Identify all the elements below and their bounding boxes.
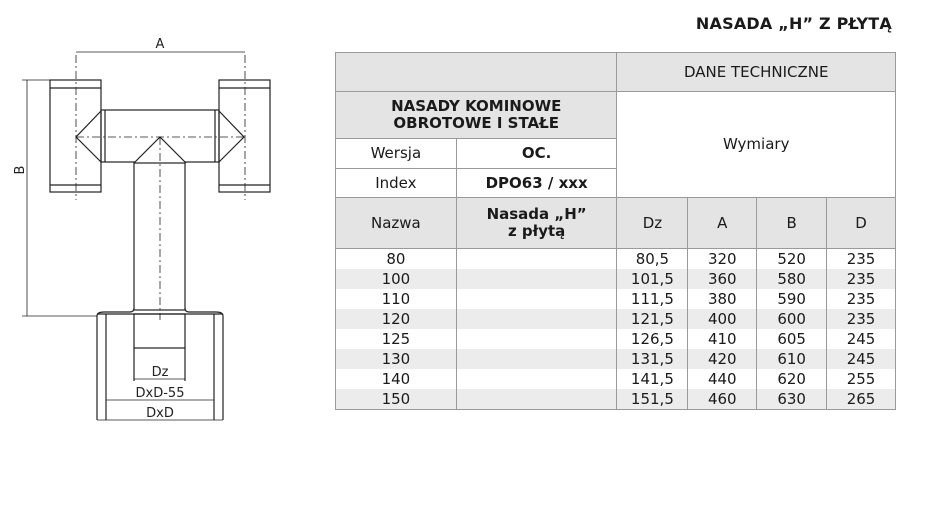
cell-dz: 151,5: [616, 389, 689, 410]
cell-dz: 111,5: [616, 289, 689, 309]
dim-label-dz: Dz: [152, 365, 169, 380]
cell-dz: 141,5: [616, 369, 689, 389]
cell-b: 620: [756, 369, 828, 389]
cell-b: 610: [756, 349, 828, 369]
column-header-dz: Dz: [616, 197, 689, 249]
cell-blank: [455, 329, 618, 349]
cell-size: 100: [335, 269, 457, 289]
cell-blank: [455, 349, 618, 369]
cell-blank: [455, 289, 618, 309]
cell-d: 265: [826, 389, 896, 410]
blank-header-cell: [334, 52, 618, 92]
cell-blank: [455, 248, 618, 269]
cell-a: 410: [687, 329, 758, 349]
dim-label-b: B: [13, 166, 28, 175]
left-cone: [75, 110, 102, 163]
cell-dz: 101,5: [616, 269, 689, 289]
page-title: NASADA „H” Z PŁYTĄ: [695, 14, 892, 33]
cell-size: 130: [335, 349, 457, 369]
cell-blank: [455, 309, 618, 329]
right-cap: [218, 79, 271, 193]
dim-label-a: A: [156, 37, 165, 52]
index-value: DPO63 / xxx: [455, 168, 618, 198]
cell-b: 630: [756, 389, 828, 410]
column-header-d: D: [826, 197, 896, 249]
cell-d: 235: [826, 269, 896, 289]
cell-b: 605: [756, 329, 828, 349]
cell-a: 440: [687, 369, 758, 389]
cell-b: 520: [756, 248, 828, 269]
inner-socket: [133, 313, 186, 349]
cell-d: 235: [826, 309, 896, 329]
cell-a: 380: [687, 289, 758, 309]
cell-b: 590: [756, 289, 828, 309]
cell-d: 245: [826, 329, 896, 349]
cell-size: 150: [335, 389, 457, 410]
nazwa-value: Nasada „H”z płytą: [455, 197, 618, 249]
cell-size: 110: [335, 289, 457, 309]
cell-d: 245: [826, 349, 896, 369]
right-cone: [218, 110, 245, 163]
dim-label-dxd55: DxD-55: [136, 386, 185, 401]
cell-size: 80: [335, 248, 457, 269]
cell-dz: 121,5: [616, 309, 689, 329]
cell-a: 360: [687, 269, 758, 289]
cell-d: 235: [826, 289, 896, 309]
nazwa-label: Nazwa: [335, 197, 457, 249]
column-header-b: B: [756, 197, 828, 249]
cell-d: 255: [826, 369, 896, 389]
cell-blank: [455, 269, 618, 289]
cell-b: 580: [756, 269, 828, 289]
cell-dz: 80,5: [616, 248, 689, 269]
cell-size: 140: [335, 369, 457, 389]
vertical-pipe: [133, 162, 186, 311]
index-label: Index: [335, 168, 457, 198]
column-header-a: A: [687, 197, 758, 249]
cell-a: 400: [687, 309, 758, 329]
cell-a: 320: [687, 248, 758, 269]
cell-size: 125: [335, 329, 457, 349]
cell-b: 600: [756, 309, 828, 329]
cell-a: 420: [687, 349, 758, 369]
left-cap: [49, 79, 102, 193]
dane-techniczne-header: DANE TECHNICZNE: [616, 52, 896, 92]
technical-drawing: A B Dz DxD-55 DxD: [13, 37, 271, 421]
cell-a: 460: [687, 389, 758, 410]
flange: [96, 307, 224, 420]
wymiary-header: Wymiary: [616, 91, 896, 198]
cell-blank: [455, 369, 618, 389]
cell-size: 120: [335, 309, 457, 329]
cell-d: 235: [826, 248, 896, 269]
cell-blank: [455, 389, 618, 410]
wersja-label: Wersja: [335, 138, 457, 169]
dim-label-dxd: DxD: [146, 406, 174, 421]
wersja-value: OC.: [455, 138, 618, 169]
cell-dz: 126,5: [616, 329, 689, 349]
cell-dz: 131,5: [616, 349, 689, 369]
